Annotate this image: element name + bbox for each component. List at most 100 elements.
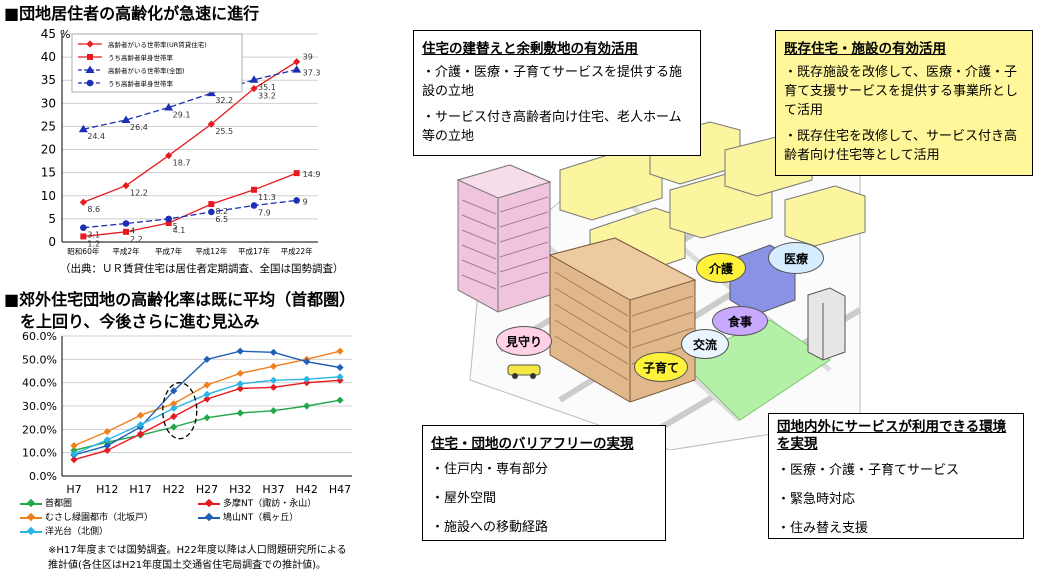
top-chart-source: （出典：ＵＲ賃貸住宅は居住者定期調査、全国は国勢調査） [60,263,344,275]
bubble-koryu: 交流 [681,329,729,359]
data-point [170,412,178,421]
data-point [236,384,244,393]
data-point [303,402,311,410]
data-label: 39 [303,53,313,62]
barrier-item-2: ・屋外空間 [431,491,497,506]
data-point [165,220,172,227]
legend-label: 多摩NT（諏訪・永山） [223,499,317,509]
data-point [203,381,211,389]
legend-swatch [20,512,42,521]
data-point [208,208,215,216]
legend-label: 鳩山NT（楓ヶ丘） [223,513,299,523]
data-point [123,228,129,235]
data-label: 12.2 [130,189,148,198]
data-label: 6.5 [215,215,228,224]
bubble-kaigo: 介護 [696,253,746,283]
legend-swatch [20,498,42,507]
legend-label: 洋光台（北側） [45,527,109,537]
data-point [164,102,174,111]
legend-item: むさし緑園都市（北坂戸） [20,510,153,523]
data-point [79,198,87,206]
x-tick-label: H42 [296,483,318,496]
data-label: 7.9 [258,208,271,217]
y-tick-label: 35 [41,73,56,87]
series-1: 1.22.24.18.211.314.9 [80,170,320,248]
legend-marker [87,54,93,60]
data-point [303,358,311,366]
data-point [292,65,302,73]
bubble-kosodate: 子育て [634,352,688,382]
y-tick-label: 30.0% [22,400,57,413]
data-point [293,170,300,177]
legend-item: 鳩山NT（楓ヶ丘） [198,510,298,523]
y-tick-label: 60.0% [22,330,57,343]
data-label: 11.3 [258,193,276,202]
existing-box: 既存住宅・施設の有効活用 ・既存施設を改修して、医療・介護・子育て支援サービスを… [775,30,1033,176]
bubble-mimamori: 見守り [496,326,552,356]
data-label: 9 [303,197,308,206]
data-point [236,409,244,417]
x-tick-label: 平成17年 [238,246,271,256]
y-tick-label: 0.0% [29,470,57,483]
data-label: 4.1 [173,226,186,235]
data-point [136,411,145,419]
x-tick-label: H22 [163,483,185,496]
x-tick-label: H37 [262,483,284,496]
legend-label: 首都圏 [45,499,73,509]
data-point [249,75,259,83]
x-tick-label: H12 [96,483,118,496]
data-point [336,363,344,372]
services-item-2: ・緊急時対応 [777,492,856,507]
y-tick-label: 30 [41,96,56,110]
series-line [73,350,341,456]
existing-box-title: 既存住宅・施設の有効活用 [784,41,946,57]
bottom-chart-note-line2: 推計値(各住区はH21年度国土交通省住宅局調査での推計値)。 [48,560,327,571]
data-point [293,58,301,66]
data-point [121,115,131,123]
barrier-box: 住宅・団地のバリアフリーの実現 ・住戸内・専有部分 ・屋外空間 ・施設への移動経… [422,425,666,541]
data-point [293,197,300,204]
bottom-chart-heading-line1: ■郊外住宅団地の高齢化率は既に平均（首都圏） [4,290,356,309]
elderly-household-chart: 051015202530354045%昭和60年平成2年平成7年平成12年平成1… [41,27,321,256]
data-point [207,120,215,128]
data-point [208,201,215,208]
rebuild-item-2: ・サービス付き高齢者向け住宅、老人ホーム等の立地 [422,110,682,144]
x-tick-label: 平成7年 [155,246,183,256]
series-line [83,61,298,203]
data-point [170,423,178,431]
x-tick-label: H17 [129,483,151,496]
barrier-box-title: 住宅・団地のバリアフリーの実現 [431,436,634,452]
data-label: 33.2 [258,92,276,101]
barrier-item-3: ・施設への移動経路 [431,520,549,535]
y-tick-label: 10.0% [22,447,57,460]
data-point [203,414,211,422]
services-item-1: ・医療・介護・子育てサービス [777,463,960,478]
chart-legend: 高齢者がいる世帯率(UR賃貸住宅)うち高齢者単身世帯率高齢者がいる世帯率(全国)… [71,33,243,93]
data-point [80,233,87,240]
y-tick-label: 25 [41,119,56,133]
y-tick-label: 40 [41,50,56,64]
data-label: 3.1 [87,231,100,240]
data-label: 5 [173,222,178,231]
legend-label: 高齢者がいる世帯率(全国) [108,66,185,75]
data-point [206,88,216,97]
bottom-chart-note-line1: ※H17年度までは国勢調査。H22年度以降は人口問題研究所による [48,545,347,556]
rebuild-item-1: ・介護・医療・子育てサービスを提供する施設の立地 [422,65,683,99]
data-label: 37.3 [303,69,321,78]
legend-marker [204,498,214,507]
legend-swatch [20,526,42,535]
data-label: 26.4 [130,123,148,132]
x-tick-label: H32 [229,483,251,496]
barrier-item-1: ・住戸内・専有部分 [431,462,549,477]
data-point [70,442,78,450]
x-tick-label: 平成2年 [112,246,140,256]
data-point [336,347,344,355]
data-point [236,369,244,377]
top-chart-heading: ■団地居住者の高齢化が急速に進行 [4,4,260,23]
data-point [251,186,257,193]
services-box-title: 団地内外にサービスが利用できる環境を実現 [777,419,1007,452]
data-label: 32.2 [215,96,233,105]
series-0: 8.612.218.725.533.239 [79,53,313,214]
data-label: 14.9 [303,170,321,179]
